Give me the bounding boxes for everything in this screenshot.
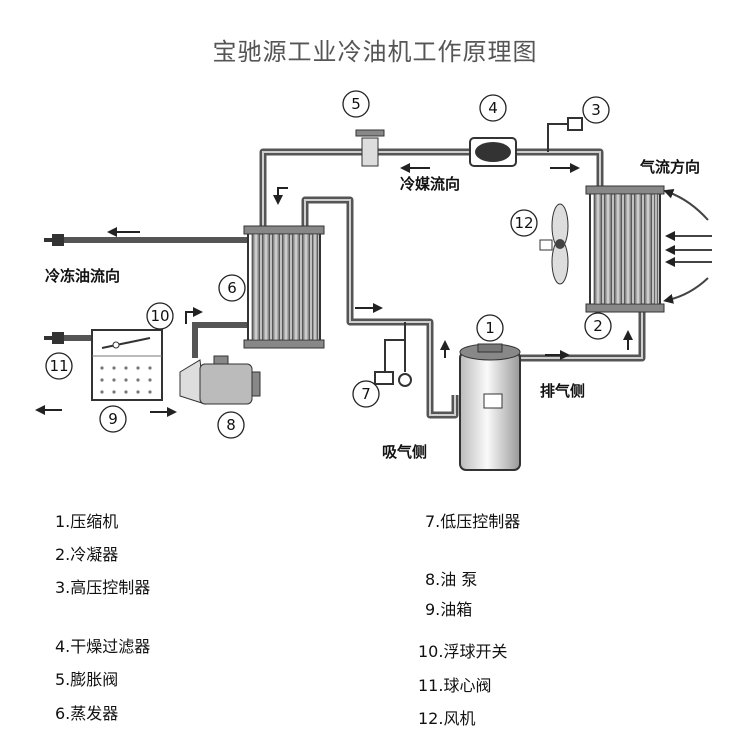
legend-item-1: 1.压缩机: [55, 512, 119, 531]
svg-text:6: 6: [227, 279, 237, 297]
refrigerant-piping-inner: [262, 151, 643, 416]
svg-text:11: 11: [49, 357, 68, 375]
airflow-arrows: [663, 189, 712, 304]
callout-8: 8: [217, 411, 245, 439]
svg-text:8: 8: [226, 416, 236, 434]
legend-item-9: 9.油箱: [425, 600, 473, 619]
callout-2: 2: [584, 312, 612, 340]
legend-item-2: 2.冷凝器: [55, 545, 119, 564]
legend-item-11: 11.球心阀: [418, 676, 492, 695]
svg-text:1: 1: [485, 319, 495, 337]
oil-piping: [60, 237, 248, 358]
compressor: [459, 343, 521, 471]
svg-text:7: 7: [361, 385, 371, 403]
callout-6: 6: [218, 274, 246, 302]
legend-item-5: 5.膨胀阀: [55, 670, 119, 689]
svg-text:2: 2: [593, 317, 603, 335]
legend-item-7: 7.低压控制器: [425, 512, 521, 531]
evaporator: [243, 225, 325, 349]
callout-5: 5: [342, 90, 370, 118]
callout-10: 10: [146, 302, 174, 330]
flow-arrows: [35, 163, 633, 417]
callout-4: 4: [479, 94, 507, 122]
suction-side-label: 吸气侧: [382, 443, 427, 461]
low-pressure-controller: [374, 322, 412, 387]
oil-tank: [91, 329, 163, 401]
ball-valves: [44, 234, 64, 344]
high-pressure-controller: [547, 117, 583, 152]
legend-item-8: 8.油 泵: [425, 570, 478, 589]
airflow-direction-label: 气流方向: [639, 158, 700, 176]
callout-1: 1: [476, 314, 504, 342]
diagram-title: 宝驰源工业冷油机工作原理图: [213, 38, 538, 66]
svg-text:9: 9: [108, 410, 118, 428]
legend-item-10: 10.浮球开关: [418, 642, 508, 661]
chilled-oil-flow-label: 冷冻油流向: [45, 267, 120, 285]
discharge-side-label: 排气侧: [540, 382, 585, 400]
callout-9: 9: [99, 405, 127, 433]
oil-pump: [179, 355, 261, 405]
svg-text:3: 3: [591, 101, 601, 119]
drier-filter: [469, 137, 517, 167]
legend-item-4: 4.干燥过滤器: [55, 637, 151, 656]
svg-text:4: 4: [488, 99, 498, 117]
refrigerant-flow-label: 冷媒流向: [400, 175, 460, 193]
condenser: [585, 185, 665, 313]
fan: [539, 203, 569, 285]
callout-3: 3: [582, 96, 610, 124]
legend-item-3: 3.高压控制器: [55, 578, 151, 597]
legend-item-12: 12.风机: [418, 709, 476, 728]
expansion-valve: [355, 129, 385, 167]
svg-text:5: 5: [351, 95, 361, 113]
svg-text:12: 12: [514, 214, 533, 232]
svg-text:10: 10: [150, 307, 169, 325]
legend-item-6: 6.蒸发器: [55, 704, 119, 723]
callout-11: 11: [45, 352, 73, 380]
callout-12: 12: [510, 209, 538, 237]
callout-7: 7: [352, 380, 380, 408]
